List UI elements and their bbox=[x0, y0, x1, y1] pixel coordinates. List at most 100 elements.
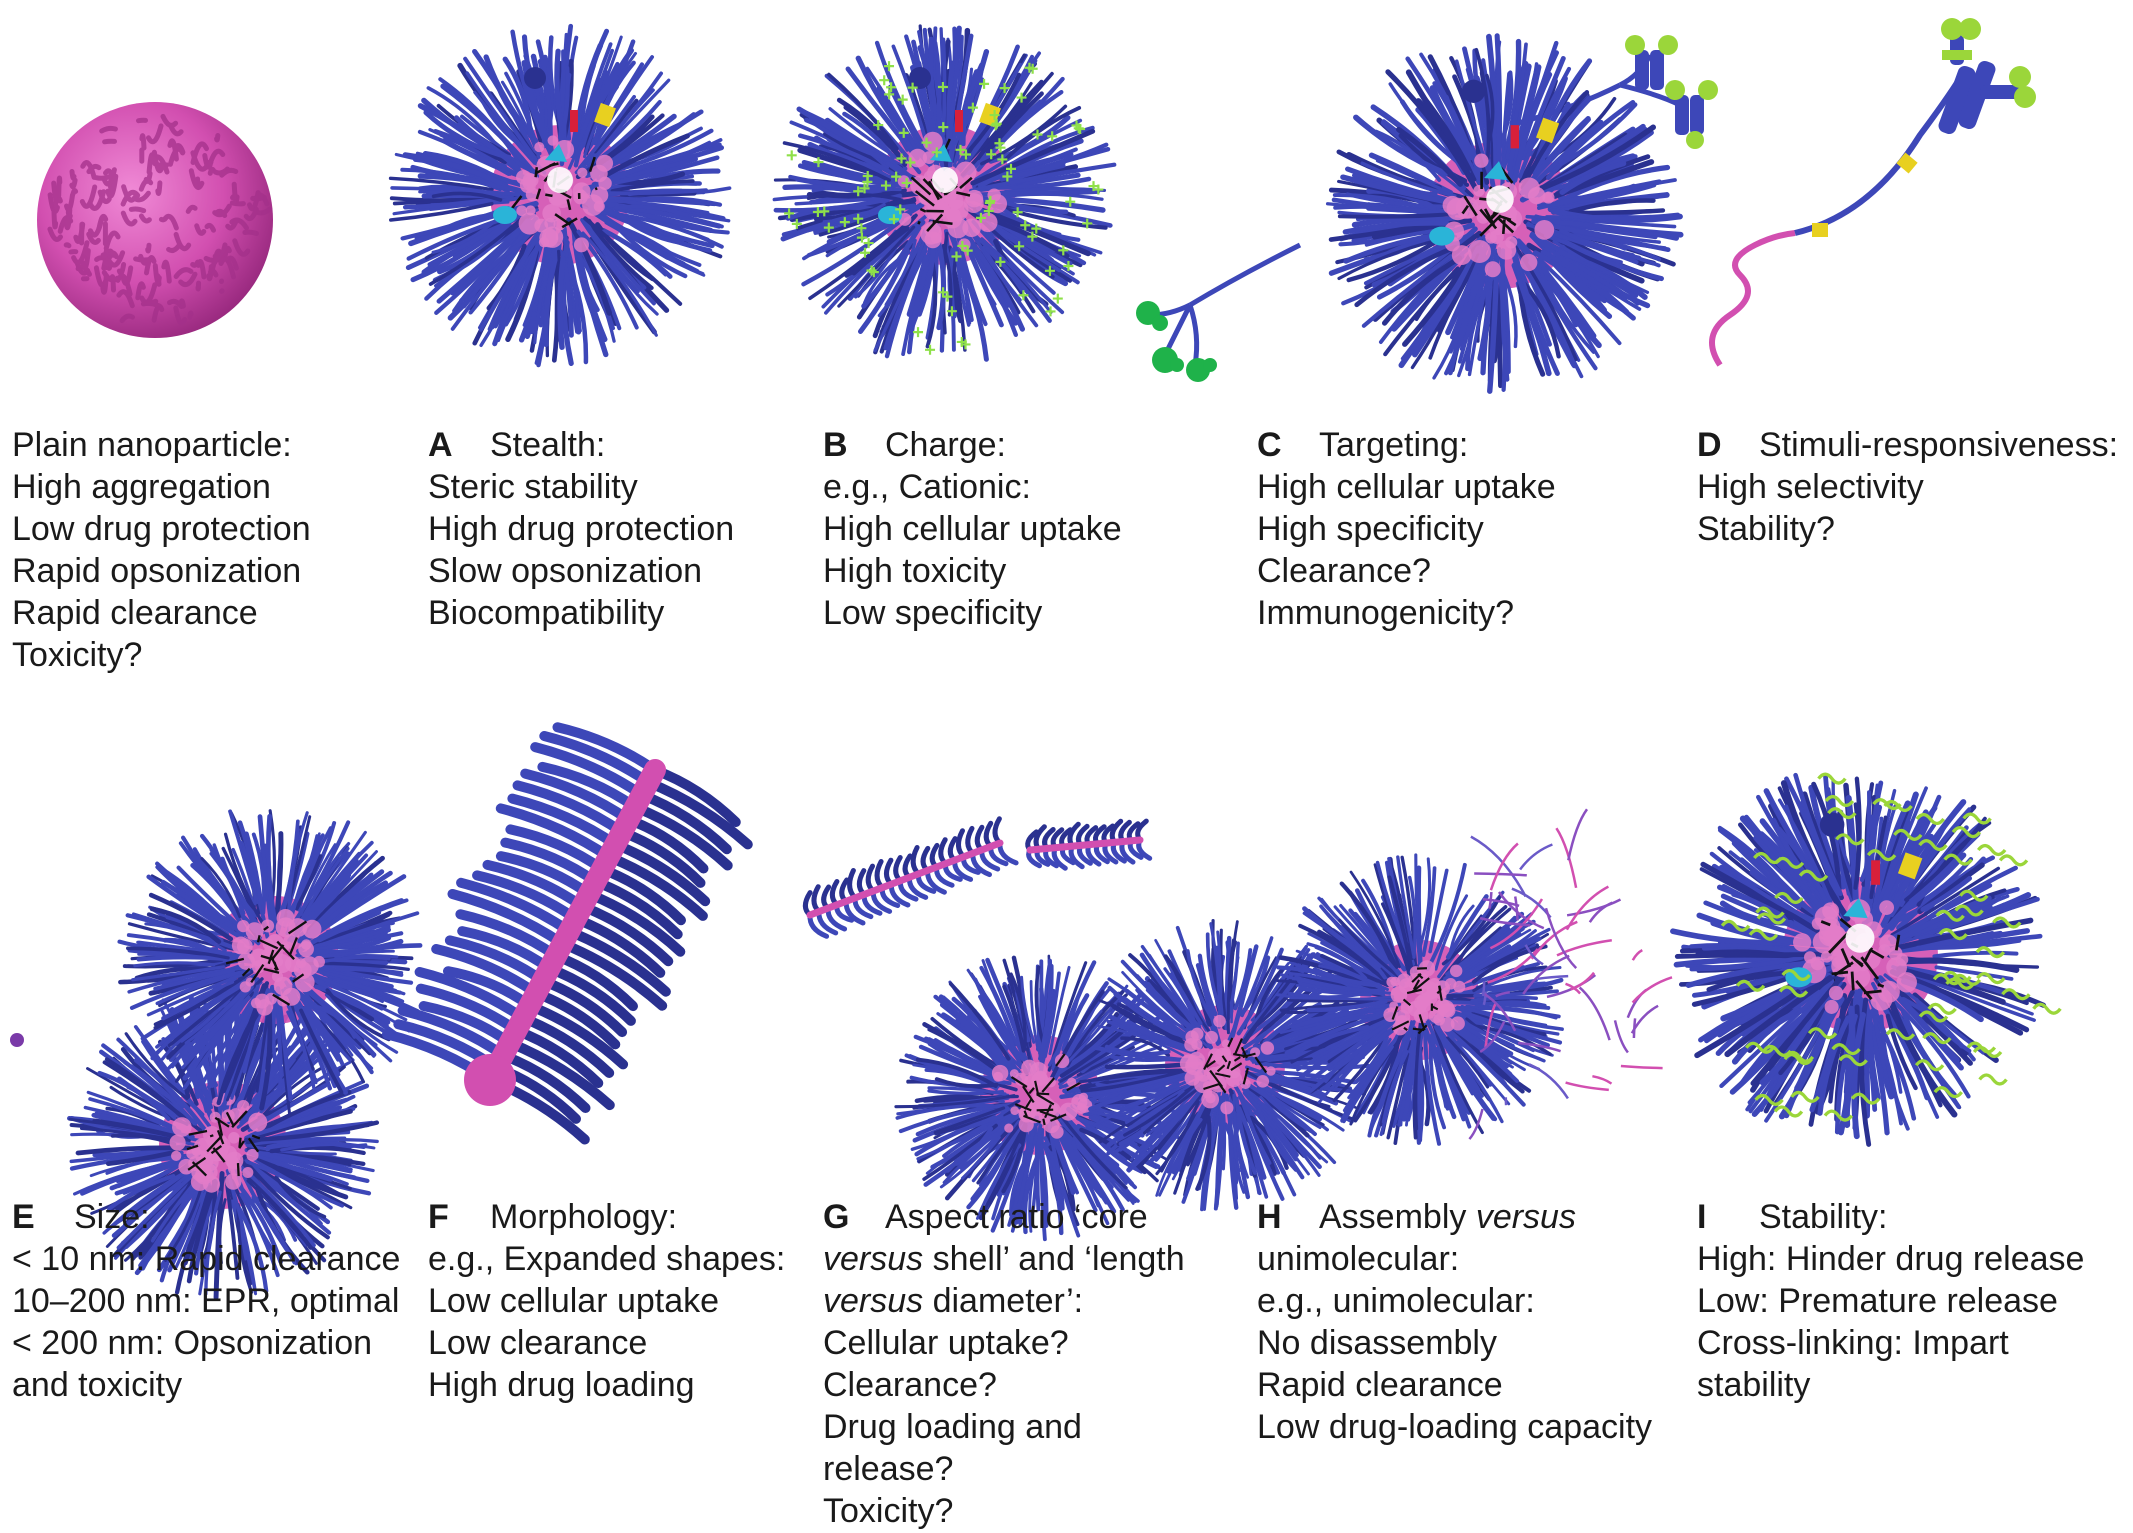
micelle-h bbox=[1275, 853, 1564, 1146]
cylinder-core-end bbox=[464, 1054, 516, 1106]
panel-f-title: Morphology: bbox=[490, 1198, 678, 1236]
panel-f-line: High drug loading bbox=[428, 1366, 695, 1404]
panel-plain-text: Plain nanoparticle: High aggregation Low… bbox=[12, 424, 311, 676]
micelle-body bbox=[67, 994, 380, 1300]
panel-e-line: 10–200 nm: EPR, optimal bbox=[12, 1282, 400, 1320]
panel-h-line: Low drug-loading capacity bbox=[1257, 1408, 1653, 1446]
panel-plain-line: Toxicity? bbox=[12, 636, 143, 674]
panel-b-title: Charge: bbox=[885, 426, 1006, 464]
panel-f-line: Low cellular uptake bbox=[428, 1282, 720, 1320]
panel-i-line: Low: Premature release bbox=[1697, 1282, 2058, 1320]
plain-nanoparticle-illustration bbox=[30, 95, 280, 345]
stimuli-svg bbox=[1709, 18, 2036, 367]
targeting-ligand-lower bbox=[1149, 242, 1302, 366]
panel-c-line: Clearance? bbox=[1257, 552, 1431, 590]
panel-d-letter: D bbox=[1697, 426, 1722, 464]
panel-g-line: release? bbox=[823, 1450, 954, 1488]
panel-c-line: High cellular uptake bbox=[1257, 468, 1556, 506]
panel-b-letter: B bbox=[823, 426, 848, 464]
panel-a-line: Steric stability bbox=[428, 468, 638, 506]
cylinder-core bbox=[479, 759, 666, 1091]
panel-a-line: Slow opsonization bbox=[428, 552, 703, 590]
panel-i-line: High: Hinder drug release bbox=[1697, 1240, 2085, 1278]
panel-e-line: < 10 nm: Rapid clearance bbox=[12, 1240, 401, 1278]
micelle-body bbox=[117, 809, 423, 1118]
antibody-shapes bbox=[1625, 35, 1718, 149]
panel-a-letter: A bbox=[428, 426, 453, 464]
micelle-body bbox=[1275, 853, 1564, 1146]
micelle-small bbox=[67, 994, 380, 1300]
panel-d-header: D Stimuli-responsiveness: bbox=[1697, 424, 2118, 466]
panel-a-line: High drug protection bbox=[428, 510, 735, 548]
panel-g-line: Cellular uptake? bbox=[823, 1324, 1069, 1362]
panel-b-line: e.g., Cationic: bbox=[823, 468, 1031, 506]
micelle-body bbox=[772, 24, 1117, 362]
panel-a-title: Stealth: bbox=[490, 426, 606, 464]
panel-a-header: A Stealth: bbox=[428, 424, 734, 466]
panel-plain-line: High aggregation bbox=[12, 468, 271, 506]
panel-plain-title: Plain nanoparticle: bbox=[12, 426, 292, 464]
micelle-body bbox=[388, 23, 732, 368]
long-rod-micelle bbox=[802, 816, 1019, 939]
panel-g-line: versus shell’ and ‘length bbox=[823, 1238, 1185, 1280]
panel-f-header: F Morphology: bbox=[428, 1196, 785, 1238]
stimuli-responsive-polymer-illustration bbox=[1700, 15, 2040, 375]
responsive-segment bbox=[1709, 230, 1796, 367]
targeting-svg bbox=[1136, 33, 1718, 394]
assembly-illustration bbox=[1180, 808, 1673, 1146]
charged-micelle-illustration bbox=[770, 20, 1120, 370]
panel-h-line: No disassembly bbox=[1257, 1324, 1497, 1362]
panel-h-line: Rapid clearance bbox=[1257, 1366, 1503, 1404]
panel-e-letter: E bbox=[12, 1198, 35, 1236]
size-micelles-illustration bbox=[0, 780, 423, 1300]
panel-f-letter: F bbox=[428, 1198, 449, 1236]
morphology-svg bbox=[382, 722, 753, 1145]
panel-g-letter: G bbox=[823, 1198, 850, 1236]
micelle-e bbox=[117, 809, 423, 1118]
cleavable-linker-lower bbox=[1812, 223, 1828, 237]
panel-plain-line: Low drug protection bbox=[12, 510, 311, 548]
panel-h-title: Assembly bbox=[1319, 1198, 1476, 1236]
micelle-a bbox=[388, 23, 732, 368]
panel-h-versus: versus bbox=[1475, 1198, 1576, 1236]
panel-h-letter: H bbox=[1257, 1198, 1282, 1236]
panel-b-header: B Charge: bbox=[823, 424, 1122, 466]
panel-h-line: e.g., unimolecular: bbox=[1257, 1282, 1535, 1320]
panel-c-line: Immunogenicity? bbox=[1257, 594, 1515, 632]
panel-a-line: Biocompatibility bbox=[428, 594, 665, 632]
panel-f-line: Low clearance bbox=[428, 1324, 648, 1362]
panel-g-versus: versus bbox=[823, 1282, 924, 1320]
tiny-particle bbox=[10, 1033, 24, 1047]
panel-i-line: Cross-linking: Impart bbox=[1697, 1324, 2009, 1362]
panel-a-text: A Stealth: Steric stability High drug pro… bbox=[428, 424, 734, 634]
polymer-chain bbox=[1794, 68, 1968, 236]
size-svg bbox=[10, 809, 423, 1300]
panel-g-line-rest: diameter’: bbox=[923, 1282, 1084, 1320]
panel-g-text: G Aspect ratio ‘core versus shell’ and ‘l… bbox=[823, 1196, 1185, 1532]
panel-g-header: G Aspect ratio ‘core bbox=[823, 1196, 1185, 1238]
stealth-micelle-illustration bbox=[385, 20, 735, 370]
panel-g-title: Aspect ratio ‘core bbox=[885, 1198, 1148, 1236]
plain-core bbox=[37, 102, 273, 338]
micelle-i bbox=[1670, 772, 2062, 1147]
panel-g-line: Clearance? bbox=[823, 1366, 997, 1404]
micelle-c bbox=[1325, 33, 1684, 394]
panel-e-line: and toxicity bbox=[12, 1366, 183, 1404]
panel-d-line: Stability? bbox=[1697, 510, 1835, 548]
cleavable-linker-upper bbox=[1896, 152, 1918, 174]
green-ligand-heads bbox=[1136, 301, 1217, 382]
panel-b-line: Low specificity bbox=[823, 594, 1043, 632]
panel-d-title: Stimuli-responsiveness: bbox=[1759, 426, 2119, 464]
panel-g-line: Drug loading and bbox=[823, 1408, 1082, 1446]
assembly-svg bbox=[1275, 808, 1673, 1146]
antibody-head bbox=[1938, 18, 2036, 134]
panel-plain-line: Rapid clearance bbox=[12, 594, 258, 632]
panel-h-line: unimolecular: bbox=[1257, 1240, 1460, 1278]
panel-h-header: H Assembly versus bbox=[1257, 1196, 1652, 1238]
